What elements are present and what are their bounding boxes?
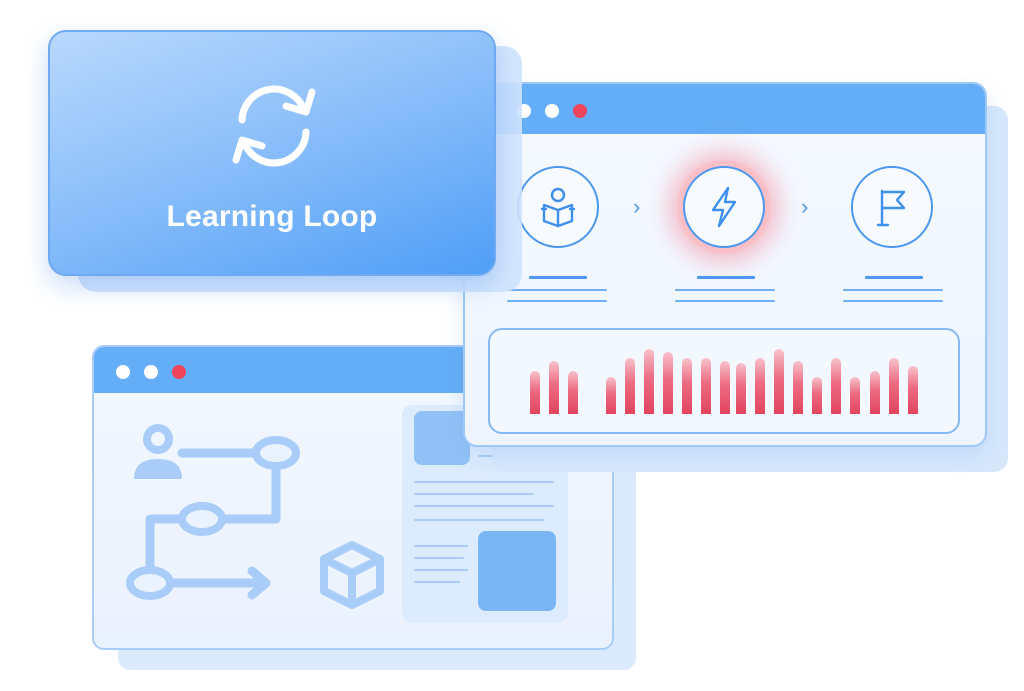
image-thumbnail <box>414 411 470 465</box>
activity-bar <box>663 352 673 414</box>
chevron-right-icon: › <box>633 194 641 219</box>
step-action[interactable] <box>683 166 765 248</box>
step-goal[interactable] <box>851 166 933 248</box>
card-title: Learning Loop <box>166 200 378 233</box>
lightning-bolt-icon <box>711 186 737 228</box>
front-window-titlebar <box>465 84 985 134</box>
activity-bar <box>530 371 540 414</box>
activity-bar <box>793 361 803 414</box>
activity-bar <box>774 349 784 414</box>
activity-bar <box>625 358 635 414</box>
chevron-right-icon: › <box>801 194 809 219</box>
activity-bar-panel <box>488 328 960 434</box>
activity-bar <box>701 358 711 414</box>
window-dot[interactable] <box>144 365 158 379</box>
activity-bar <box>682 358 692 414</box>
activity-bar <box>720 361 730 414</box>
activity-bar <box>831 358 841 414</box>
activity-bar <box>889 358 899 414</box>
workflow-diagram <box>126 424 384 609</box>
step-learn[interactable] <box>517 166 599 248</box>
box-cube-icon <box>320 541 384 609</box>
activity-bar <box>850 377 860 414</box>
window-dot[interactable] <box>116 365 130 379</box>
reader-book-icon <box>540 187 576 228</box>
activity-bar <box>812 377 822 414</box>
refresh-loop-icon <box>232 85 316 167</box>
learning-loop-card[interactable]: Learning Loop <box>48 30 496 276</box>
activity-bar <box>736 363 746 414</box>
image-thumbnail <box>478 531 556 611</box>
activity-bar <box>755 358 765 414</box>
activity-bar <box>568 371 578 414</box>
activity-bar <box>549 361 559 414</box>
close-dot[interactable] <box>573 104 587 118</box>
window-dot[interactable] <box>545 104 559 118</box>
activity-bar <box>908 366 918 414</box>
activity-bar <box>644 349 654 414</box>
user-icon <box>134 424 182 479</box>
flag-icon <box>876 189 906 227</box>
close-dot[interactable] <box>172 365 186 379</box>
activity-bar <box>606 377 616 414</box>
activity-bar <box>870 371 880 414</box>
